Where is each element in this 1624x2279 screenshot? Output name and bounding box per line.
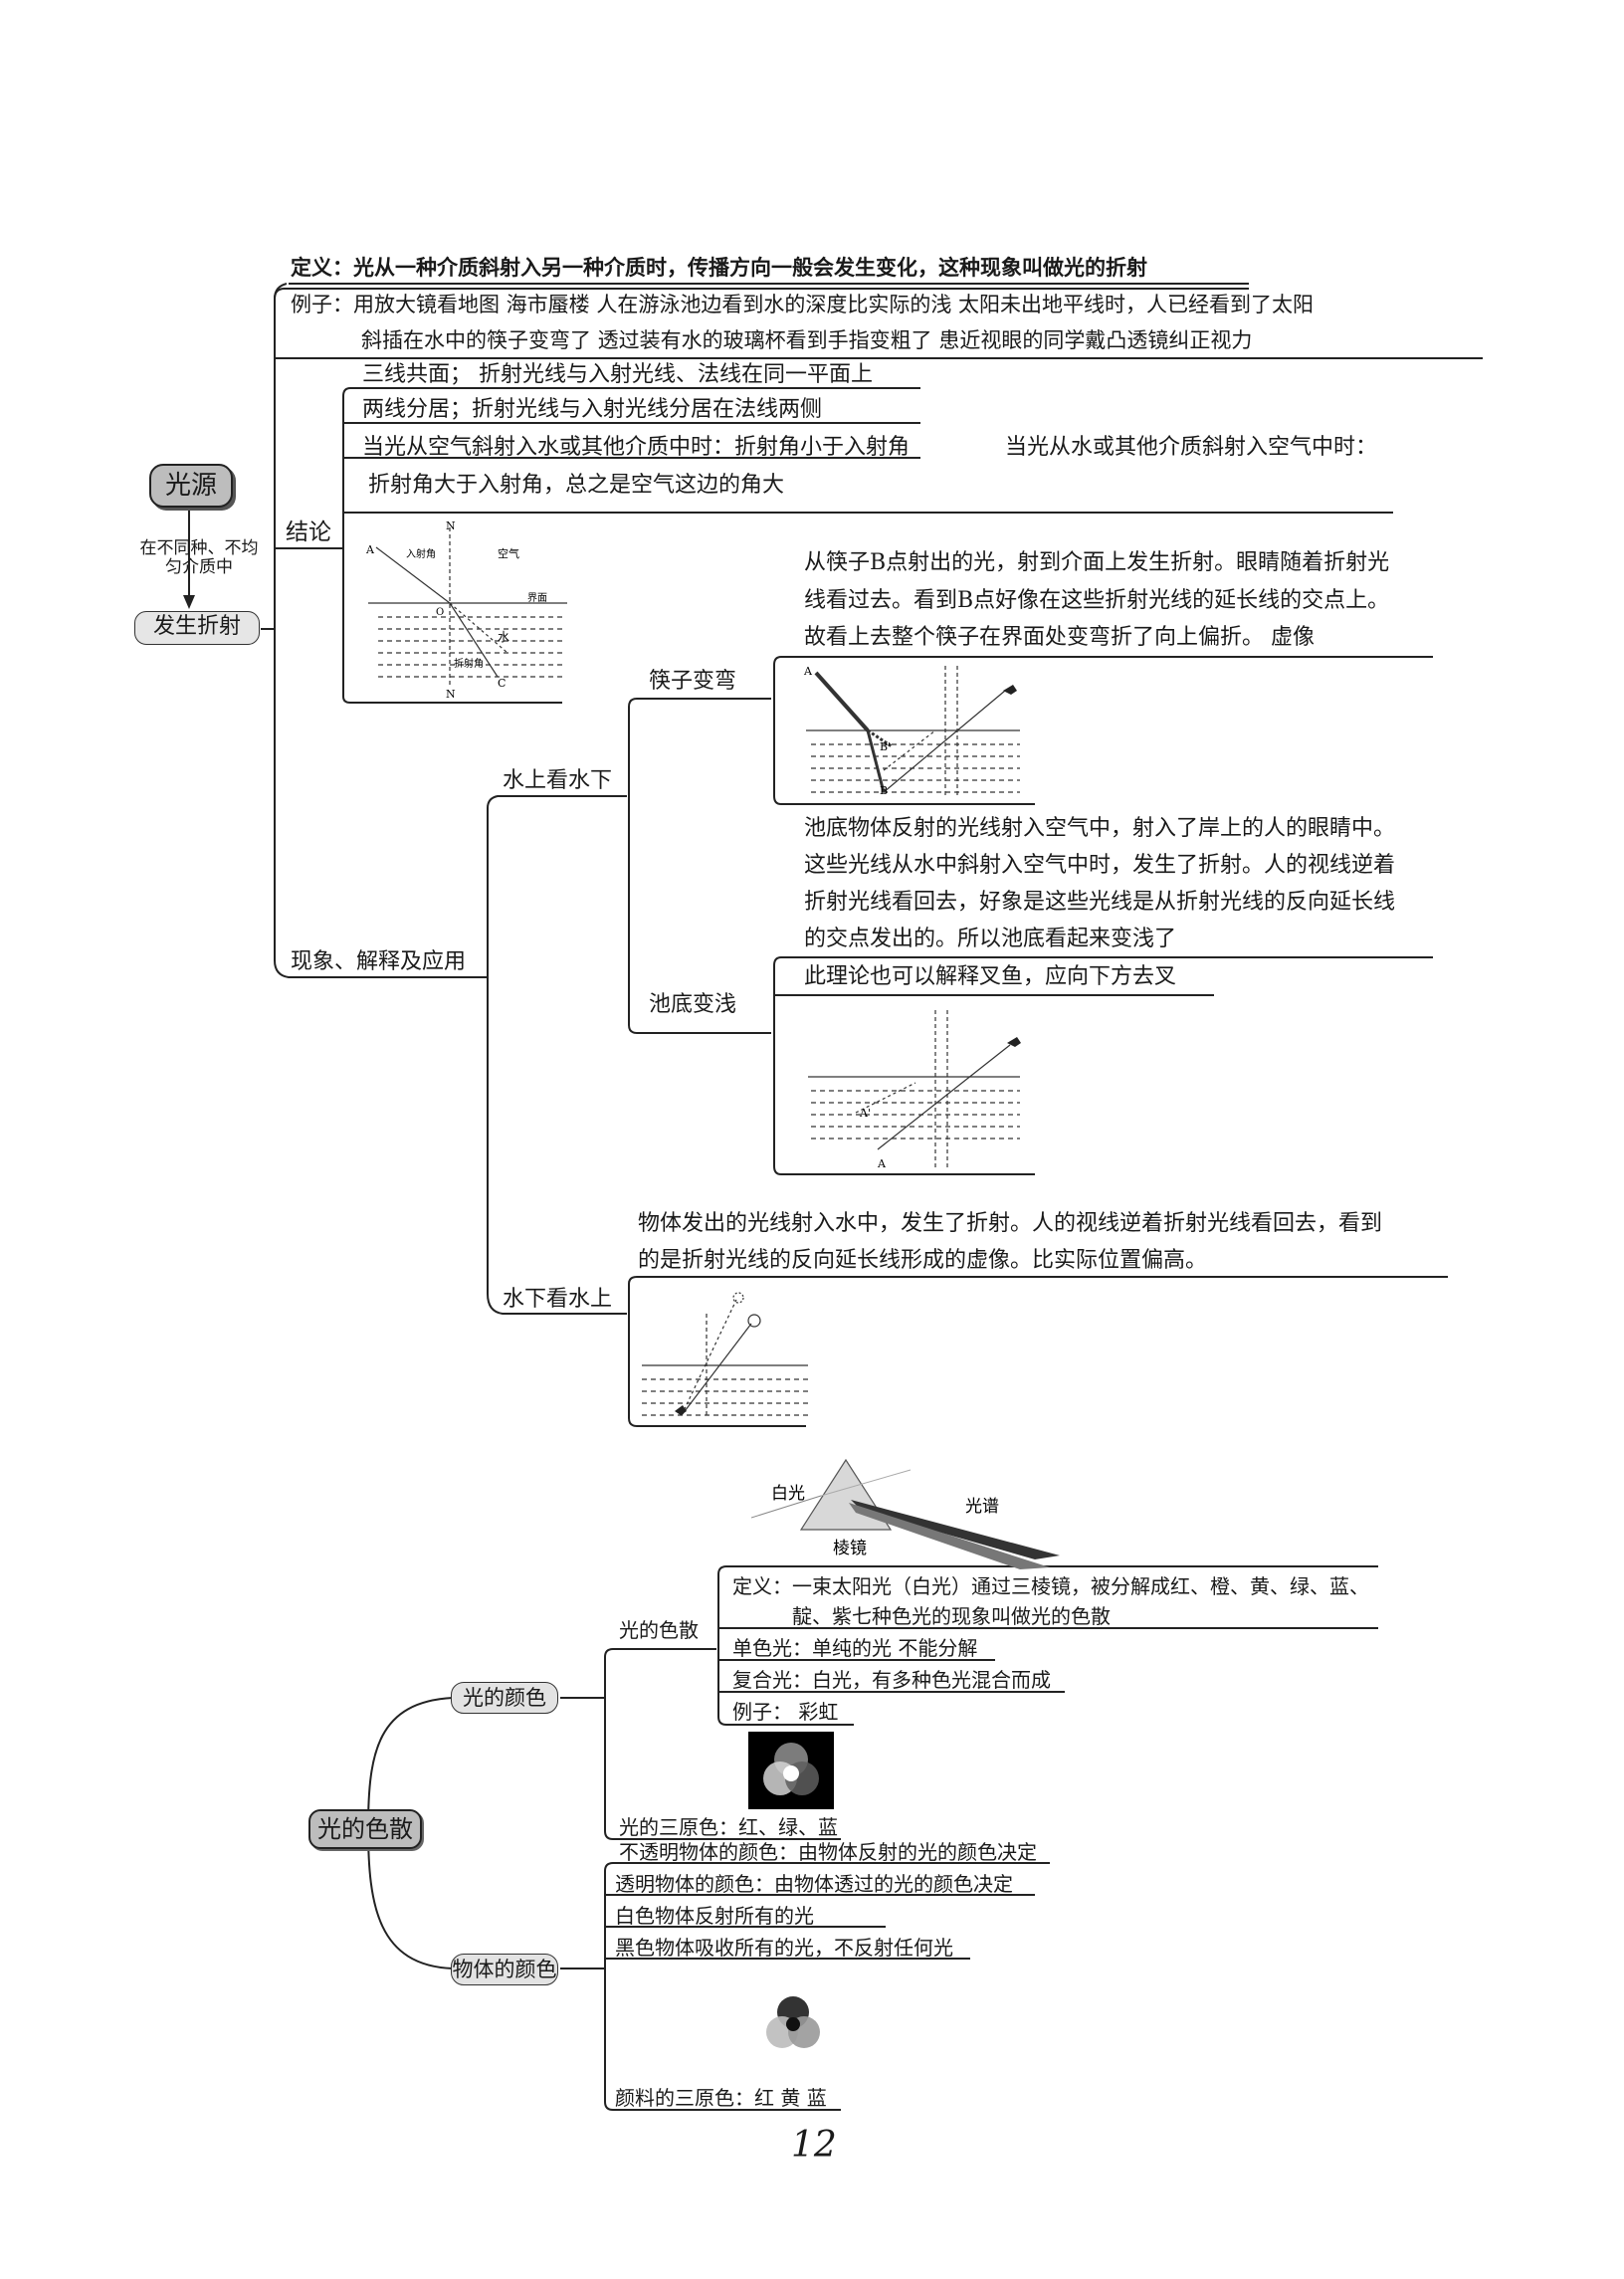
below-water-label: 水下看水上 [503,1287,613,1312]
pool-fig-a: A [877,1157,887,1170]
chopstick-fig-b1: B' [880,740,891,753]
monochromatic-light: 单色光：单纯的光 不能分解 [732,1636,978,1660]
refraction-examples-line2: 斜插在水中的筷子变弯了 透过装有水的玻璃杯看到手指变粗了 患近视眼的同学戴凸透镜… [361,328,1253,352]
chopstick-fig-a: A [803,665,813,678]
conclusion-angle-water-to-air: 当光从水或其他介质斜射入空气中时： [1005,435,1378,460]
chopstick-text-1: 从筷子B点射出的光，射到介面上发生折射。眼睛随着折射光 [804,550,1390,575]
diagram-label-refraction-angle: 折射角 [454,657,484,670]
white-object: 白色物体反射所有的光 [615,1904,814,1928]
light-primary-colors: 光的三原色：红、绿、蓝 [619,1815,838,1839]
prism-white-light: 白光 [771,1484,805,1504]
node-refraction: 发生折射 [134,611,260,645]
pool-label: 池底变浅 [649,992,737,1017]
conclusion-angle-air-to-water: 当光从空气斜射入水或其他介质中时：折射角小于入射角 [362,435,911,460]
conclusion-label: 结论 [286,519,331,545]
composite-light: 复合光：白光，有多种色光混合而成 [732,1668,1051,1692]
refraction-examples-line1: 例子：用放大镜看地图 海市蜃楼 人在游泳池边看到水的深度比实际的浅 太阳未出地平… [291,293,1315,316]
conclusion-angle-summary: 折射角大于入射角，总之是空气这边的角大 [368,473,785,498]
pigment-primary-colors: 颜料的三原色：红 黄 蓝 [615,2086,827,2110]
diagram-label-o: O [436,607,444,618]
prism-diagram: 白光 棱镜 光谱 [751,1458,1060,1569]
node-light-color: 光的颜色 [451,1682,558,1714]
conclusion-separate-sides: 两线分居；折射光线与入射光线分居在法线两侧 [362,397,823,422]
below-text-1: 物体发出的光线射入水中，发生了折射。人的视线逆着折射光线看回去，看到 [638,1211,1383,1236]
root-node-light-source: 光源 [149,464,233,508]
refraction-diagram: A N 入射角 空气 界面 O 水 折射角 C N [365,519,567,701]
dispersion-def-line2: 靛、紫七种色光的现象叫做光的色散 [792,1604,1111,1628]
fish-text: 此理论也可以解释叉鱼，应向下方去叉 [804,964,1177,989]
chopstick-fig-b: B [880,784,888,797]
below-text-2: 的是折射光线的反向延长线形成的虚像。比实际位置偏高。 [638,1248,1208,1273]
prism-label: 棱镜 [833,1539,867,1558]
dispersion-example: 例子： 彩虹 [732,1700,839,1724]
diagram-label-interface: 界面 [527,592,547,604]
pigment-primary-colors-image [766,1996,820,2048]
diagram-label-a: A [365,543,375,556]
chopstick-text-3: 故看上去整个筷子在界面处变弯折了向上偏折。 虚像 [804,625,1315,650]
chopstick-label: 筷子变弯 [649,669,737,694]
pool-fig-a1: A' [859,1107,871,1120]
prism-spectrum: 光谱 [965,1497,999,1517]
conclusion-coplanar: 三线共面； 折射光线与入射光线、法线在同一平面上 [362,362,873,387]
above-water-label: 水上看水下 [503,768,613,793]
root-node-dispersion: 光的色散 [308,1809,422,1849]
light-primary-colors-image [748,1732,834,1809]
pool-text-2: 这些光线从水中斜射入空气中时，发生了折射。人的视线逆着 [804,853,1396,878]
pool-text-4: 的交点发出的。所以池底看起来变浅了 [804,927,1177,951]
chopstick-diagram: A B' B [803,665,1020,797]
diagram-label-air: 空气 [498,546,519,560]
opaque-object-color: 不透明物体的颜色：由物体反射的光的颜色决定 [619,1840,1037,1864]
diagram-label-n-top: N [446,519,456,532]
page-number: 12 [791,2125,837,2166]
diagram-label-incident-angle: 入射角 [406,548,436,560]
connector-label: 在不同种、不均匀介质中 [139,538,259,577]
node-object-color: 物体的颜色 [451,1954,558,1985]
diagram-label-water: 水 [498,630,509,644]
phenomena-label: 现象、解释及应用 [291,949,467,974]
pool-text-3: 折射光线看回去，好象是这些光线是从折射光线的反向延长线 [804,890,1396,915]
black-object: 黑色物体吸收所有的光，不反射任何光 [615,1936,953,1960]
pool-text-1: 池底物体反射的光线射入空气中，射入了岸上的人的眼睛中。 [804,816,1396,841]
diagram-label-n-bottom: N [446,688,456,701]
pool-diagram: A' A [808,1010,1021,1170]
below-water-diagram [642,1292,808,1418]
dispersion-def-line1: 定义：一束太阳光（白光）通过三棱镜，被分解成红、橙、黄、绿、蓝、 [732,1574,1369,1598]
refraction-definition: 定义：光从一种介质斜射入另一种介质时，传播方向一般会发生变化，这种现象叫做光的折… [291,255,1147,280]
diagram-label-c: C [498,677,506,690]
transparent-object-color: 透明物体的颜色：由物体透过的光的颜色决定 [615,1872,1013,1896]
chopstick-text-2: 线看过去。看到B点好像在这些折射光线的延长线的交点上。 [804,588,1390,613]
dispersion-label: 光的色散 [619,1618,699,1642]
